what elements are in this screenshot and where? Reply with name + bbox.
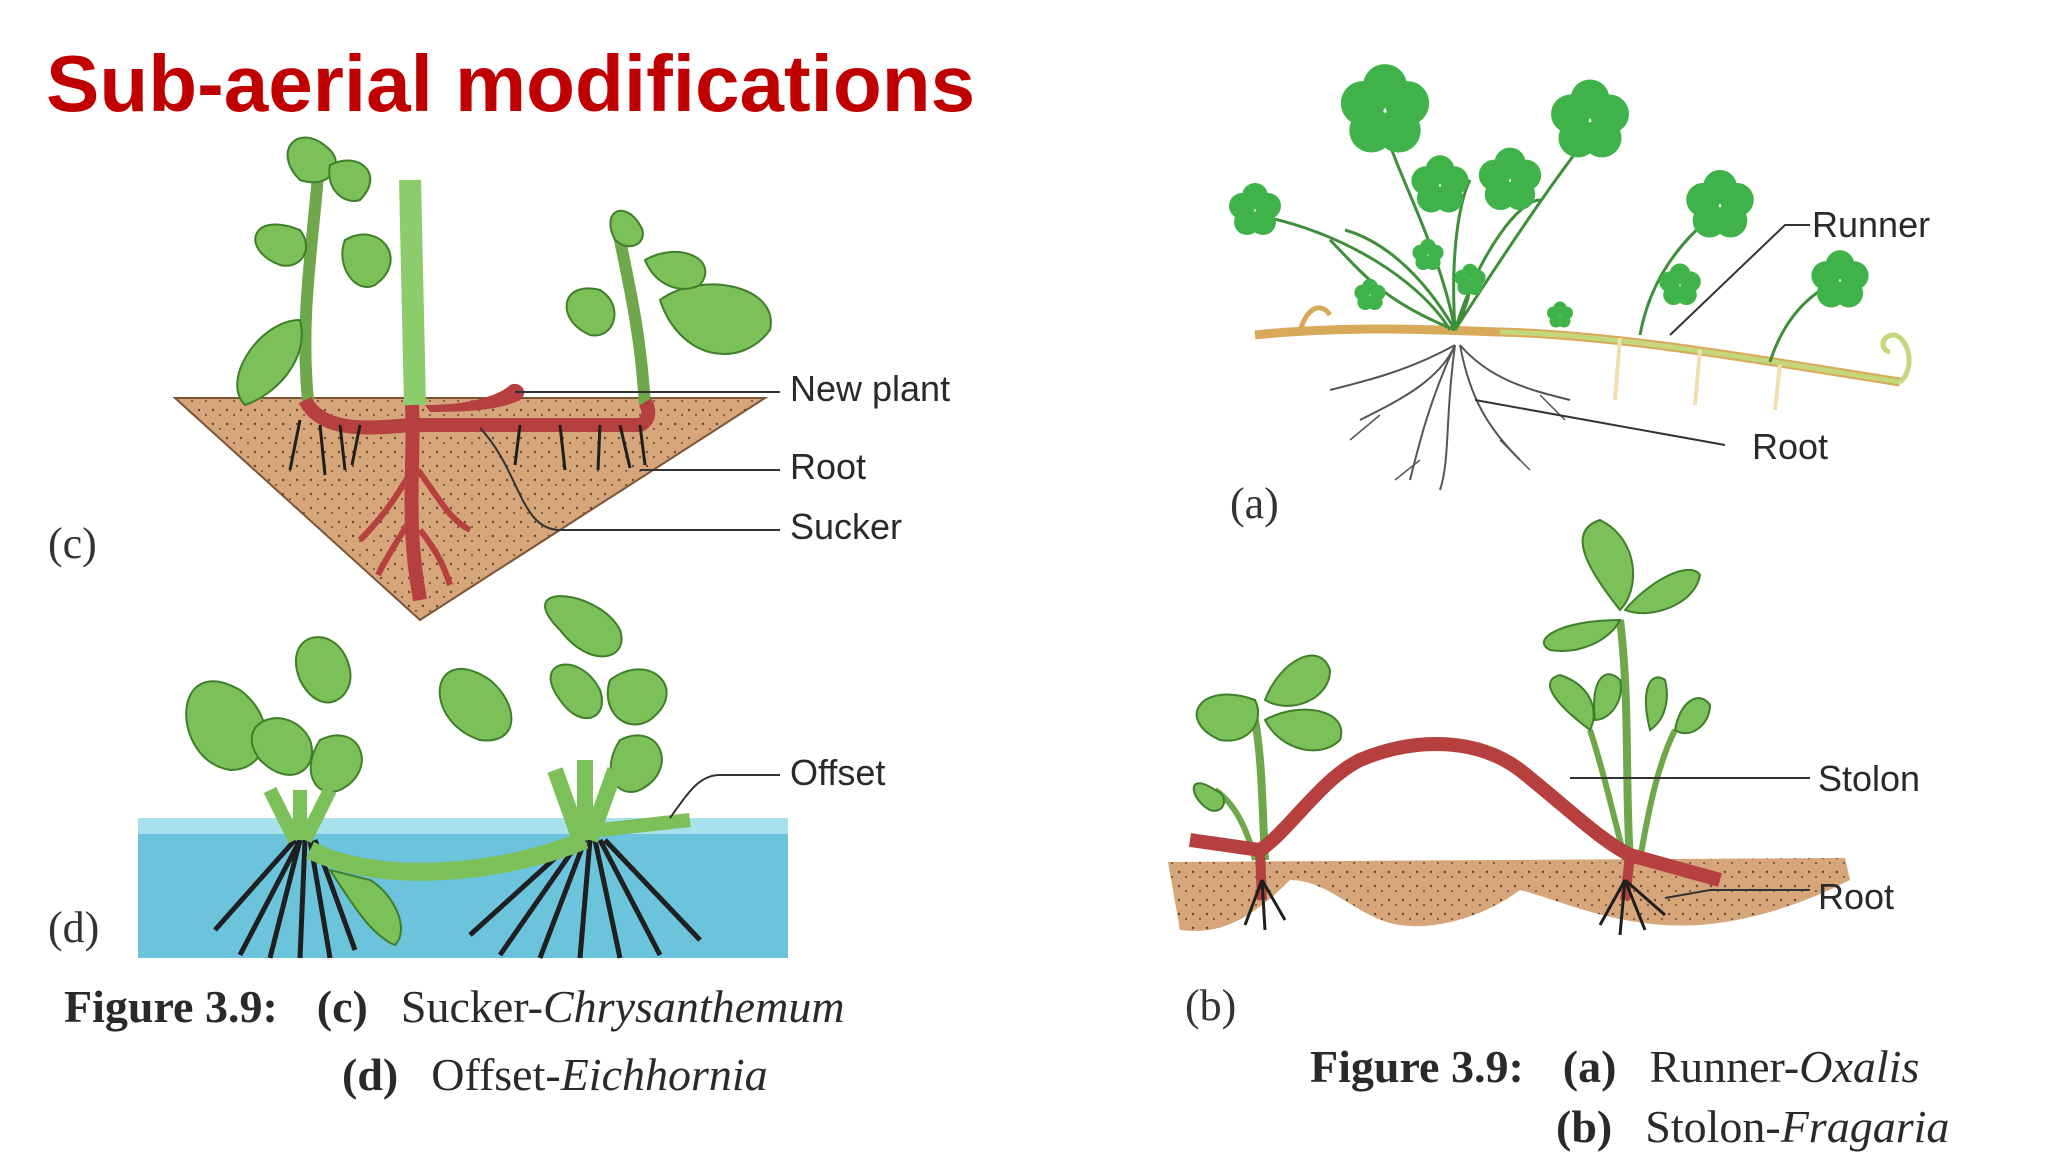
stolon-roots — [1243, 878, 1666, 936]
leaf — [1263, 654, 1332, 707]
leaf — [309, 734, 363, 793]
caption-tag: (a) — [1562, 1041, 1617, 1092]
label-runner: Runner — [1812, 204, 1931, 245]
soil-strip — [1168, 858, 1850, 931]
main-root — [404, 404, 427, 602]
caption-species: Oxalis — [1799, 1041, 1920, 1092]
caption-right-line1: Figure 3.9: (a) Runner-Oxalis — [1310, 1040, 1919, 1093]
page-title: Sub-aerial modifications — [46, 39, 976, 128]
leaf — [1192, 782, 1225, 812]
caption-text: Runner- — [1649, 1041, 1800, 1092]
new-plant-bud — [425, 383, 525, 412]
leaf — [328, 159, 372, 202]
caption-left-line1: Figure 3.9: (c) Sucker-Chrysanthemum — [64, 980, 845, 1033]
right-stem — [614, 238, 651, 406]
leaf — [1623, 569, 1702, 615]
leaf — [254, 223, 307, 267]
caption-left-line2: (d) Offset-Eichhornia — [342, 1048, 768, 1101]
label-new-plant: New plant — [790, 368, 951, 409]
label-root-c: Root — [790, 446, 867, 487]
caption-tag: (d) — [342, 1049, 399, 1100]
caption-right-line2: (b) Stolon-Fragaria — [1556, 1100, 1949, 1153]
panel-label-a: (a) — [1230, 479, 1279, 528]
leaf — [341, 233, 392, 288]
leaf — [1581, 518, 1635, 612]
leaf — [549, 663, 603, 720]
caption-species: Chrysanthemum — [543, 981, 845, 1032]
offset-stolon — [305, 831, 589, 881]
leader-root — [1664, 889, 1810, 899]
caption-species: Fragaria — [1780, 1101, 1950, 1152]
caption-prefix: Figure 3.9: — [64, 981, 278, 1032]
leaf — [606, 668, 668, 726]
caption-text: Offset- — [431, 1049, 561, 1100]
main-stem — [399, 179, 426, 406]
caption-text: Sucker- — [400, 981, 543, 1032]
runner-tip — [1880, 332, 1912, 384]
figure-c-sucker — [172, 136, 780, 622]
figure-a-runner — [1229, 64, 1912, 491]
leaf — [544, 595, 623, 658]
leaf — [643, 250, 707, 290]
panel-label-b: (b) — [1185, 981, 1237, 1030]
root-hairs — [288, 419, 647, 476]
leaf — [658, 283, 772, 355]
figure-d-offset — [138, 595, 788, 959]
caption-text: Stolon- — [1645, 1101, 1781, 1152]
label-offset: Offset — [790, 752, 886, 793]
caption-prefix: Figure 3.9: — [1310, 1041, 1524, 1092]
label-root-a: Root — [1752, 426, 1829, 467]
fibrous-roots — [1329, 344, 1571, 491]
leaf — [609, 734, 663, 793]
left-stem — [299, 174, 324, 401]
leaf — [294, 636, 352, 704]
leaf — [1195, 693, 1260, 742]
leaf — [236, 318, 303, 407]
caption-tag: (c) — [316, 981, 368, 1032]
sucker-stem — [298, 396, 656, 435]
leaf — [609, 209, 644, 248]
leaf — [185, 680, 267, 772]
label-root-b: Root — [1818, 876, 1895, 917]
leaf — [438, 667, 513, 742]
leader-runner — [1669, 224, 1810, 336]
leaf — [286, 136, 337, 184]
left-roots — [213, 838, 358, 959]
leaf — [251, 717, 313, 776]
panel-label-c: (c) — [48, 519, 97, 568]
figure-b-stolon — [1168, 518, 1850, 936]
leader-offset — [669, 774, 780, 819]
leaf — [1542, 618, 1622, 652]
label-sucker: Sucker — [790, 506, 903, 547]
leaf — [1549, 673, 1595, 732]
leaf — [1644, 676, 1668, 732]
leaf — [565, 287, 616, 337]
stolon-stem — [1189, 736, 1722, 887]
leader-sucker — [479, 427, 780, 531]
leaf — [1263, 708, 1343, 752]
panel-label-d: (d) — [48, 903, 100, 952]
leaf — [1593, 673, 1622, 722]
water — [138, 818, 788, 958]
leader-root — [1474, 399, 1726, 446]
right-roots — [468, 838, 702, 959]
clover-leaves — [1229, 64, 1869, 328]
caption-species: Eichhornia — [560, 1049, 768, 1100]
leaf — [1673, 697, 1712, 735]
label-stolon: Stolon — [1818, 758, 1921, 799]
caption-tag: (b) — [1556, 1101, 1613, 1152]
